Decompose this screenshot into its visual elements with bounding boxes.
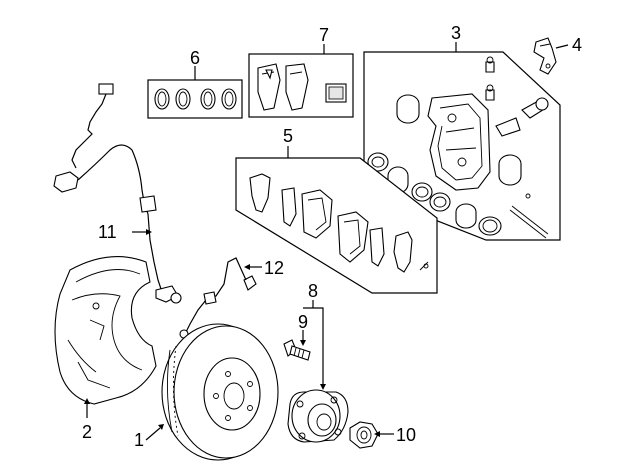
callout-12: 12	[264, 258, 284, 278]
callout-3: 3	[451, 23, 461, 43]
splash-shield-group[interactable]: 2	[54, 256, 157, 442]
brake-pad-set-group[interactable]: 5	[235, 126, 438, 294]
callout-6: 6	[190, 48, 200, 68]
callout-10: 10	[396, 425, 416, 445]
hub-nut-group[interactable]: 10	[349, 421, 416, 449]
brake-rotor-group[interactable]: 1	[134, 323, 279, 461]
wear-sensor-group[interactable]: 12	[179, 257, 284, 339]
callout-11: 11	[98, 222, 117, 242]
abs-sensor-icon	[53, 83, 182, 304]
callout-4: 4	[572, 35, 582, 55]
brake-pad-kit-icon	[257, 63, 347, 111]
wheel-hub-group[interactable]: 8	[287, 281, 349, 443]
callout-2: 2	[82, 422, 92, 442]
caliper-assembly-group[interactable]: 3	[363, 23, 561, 241]
hub-nut-icon	[349, 421, 379, 449]
wheel-stud-group[interactable]: 9	[283, 312, 311, 361]
wheel-hub-assembly-icon	[287, 389, 349, 443]
callout-1: 1	[134, 430, 144, 450]
splash-shield-icon	[54, 256, 157, 405]
brake-pad-set-icon	[249, 173, 429, 273]
brake-rotor-icon	[161, 323, 279, 461]
callout-7: 7	[319, 25, 329, 45]
callout-5: 5	[283, 126, 293, 146]
wheel-stud-icon	[283, 339, 311, 361]
brake-pad-kit-group[interactable]: 7	[248, 25, 354, 118]
seal-kit-group[interactable]: 6	[147, 48, 243, 119]
wear-sensor-icon	[179, 257, 257, 339]
callout-9: 9	[298, 312, 308, 332]
caliper-bracket-clip-group[interactable]: 4	[533, 35, 582, 75]
caliper-seal-kit-icon	[154, 88, 237, 110]
caliper-bracket-clip-icon	[533, 37, 557, 75]
callout-8: 8	[308, 281, 318, 301]
abs-sensor-group[interactable]: 11	[53, 83, 182, 304]
